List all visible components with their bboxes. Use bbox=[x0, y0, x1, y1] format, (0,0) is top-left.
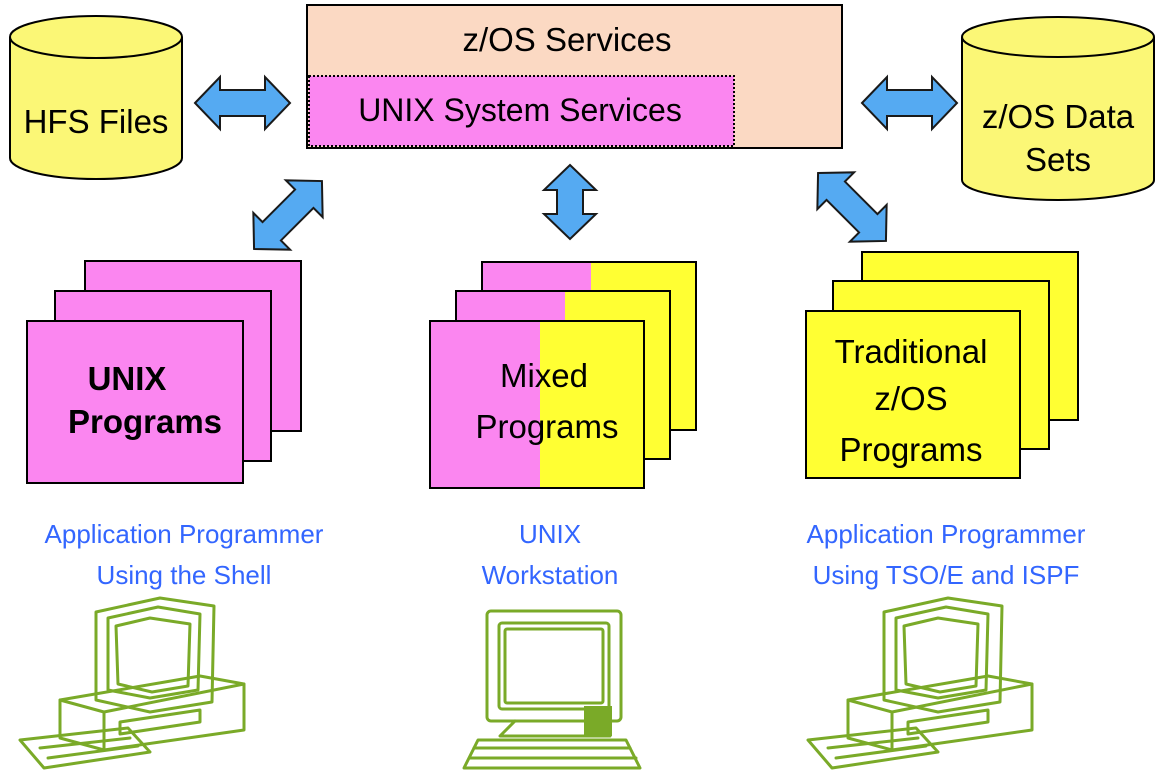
double-headed-arrow-icon bbox=[541, 163, 599, 241]
caption-right-line1: Application Programmer bbox=[807, 519, 1086, 549]
unix-programs-label-line2: Programs bbox=[68, 403, 222, 440]
zos-data-sets-label-line1: z/OS Data bbox=[982, 98, 1135, 135]
traditional-programs-label-line3: Programs bbox=[839, 431, 982, 468]
caption-center-line1: UNIX bbox=[519, 519, 581, 549]
zos-services-label: z/OS Services bbox=[462, 21, 671, 58]
double-headed-arrow-icon bbox=[252, 179, 324, 251]
caption-center-line2: Workstation bbox=[482, 560, 619, 590]
unix-system-services-box: UNIX System Services bbox=[308, 75, 735, 147]
traditional-programs-label-line2: z/OS bbox=[874, 380, 947, 417]
traditional-programs-label-line1: Traditional bbox=[835, 333, 988, 370]
zos-data-sets-cylinder: z/OS Data Sets bbox=[961, 16, 1155, 201]
mixed-programs-stack: Mixed Programs bbox=[429, 261, 697, 489]
desktop-computer-icon bbox=[806, 596, 1034, 770]
hfs-files-cylinder: HFS Files bbox=[9, 15, 183, 180]
hfs-files-label: HFS Files bbox=[24, 103, 169, 140]
caption-right-line2: Using TSO/E and ISPF bbox=[813, 560, 1080, 590]
double-headed-arrow-icon bbox=[860, 74, 959, 132]
double-headed-arrow-icon bbox=[816, 171, 888, 243]
caption-left-line1: Application Programmer bbox=[45, 519, 324, 549]
traditional-programs-stack: Traditional z/OS Programs bbox=[805, 251, 1079, 479]
caption-left-line2: Using the Shell bbox=[97, 560, 272, 590]
unix-programs-label-line1: UNIX bbox=[88, 360, 167, 397]
workstation-icon bbox=[462, 609, 642, 770]
mixed-programs-label-line2: Programs bbox=[475, 408, 618, 445]
desktop-computer-icon bbox=[18, 596, 246, 770]
unix-programs-stack: UNIX Programs bbox=[26, 260, 302, 484]
unix-system-services-label: UNIX System Services bbox=[358, 92, 682, 128]
zos-data-sets-label-line2: Sets bbox=[1025, 141, 1091, 178]
double-headed-arrow-icon bbox=[193, 74, 292, 132]
mixed-programs-label-line1: Mixed bbox=[500, 357, 588, 394]
